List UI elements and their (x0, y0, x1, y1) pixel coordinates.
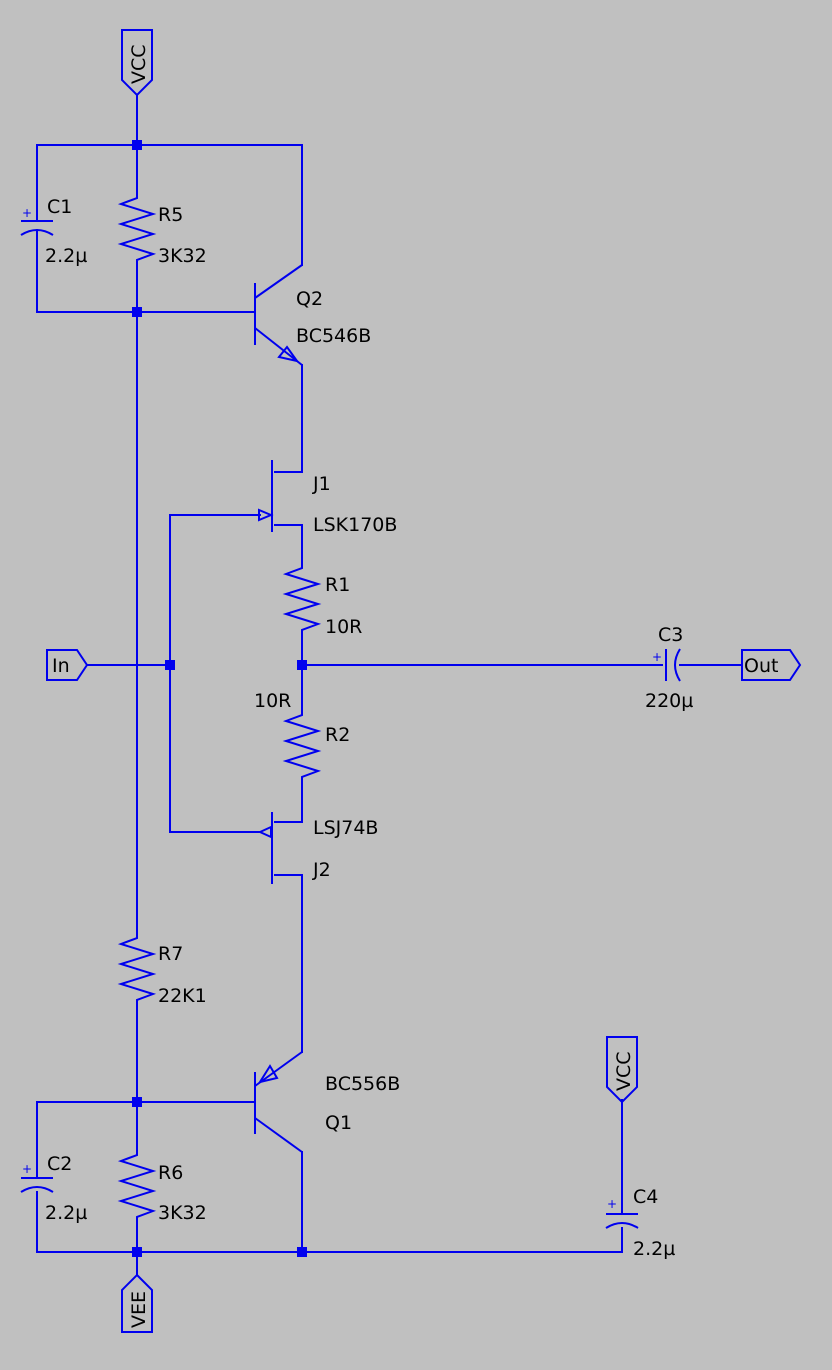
j1-name: J1 (312, 473, 331, 495)
j1-model: LSK170B (313, 514, 397, 536)
port-in-label: In (52, 655, 70, 677)
c2-value: 2.2µ (45, 1202, 87, 1224)
port-vcc-right[interactable]: VCC (606, 1036, 638, 1104)
c2-name: C2 (47, 1153, 72, 1175)
junction-dot (297, 660, 307, 670)
r1-name: R1 (325, 574, 350, 596)
port-out-label: Out (744, 655, 778, 677)
port-in[interactable]: In (46, 649, 89, 681)
port-vee-label: VEE (128, 1291, 150, 1328)
port-vcc-right-label: VCC (613, 1051, 635, 1091)
resistor-r7[interactable]: R7 22K1 (117, 935, 207, 1007)
resistor-r6[interactable]: R6 3K32 (117, 1152, 207, 1224)
capacitor-c2[interactable]: + C2 2.2µ (20, 1153, 87, 1224)
r5-name: R5 (158, 204, 183, 226)
port-vcc-top-label: VCC (128, 44, 150, 84)
junction-dot (297, 1247, 307, 1257)
r7-value: 22K1 (158, 985, 207, 1007)
j2-model: LSJ74B (313, 817, 378, 839)
r6-name: R6 (158, 1162, 183, 1184)
q1-name: Q1 (325, 1112, 352, 1134)
wires (36, 94, 741, 1276)
j2-name: J2 (312, 859, 331, 881)
jfet-j1[interactable]: J1 LSK170B (258, 460, 397, 536)
q2-model: BC546B (296, 325, 371, 347)
r2-name: R2 (325, 724, 350, 746)
junctions (132, 140, 307, 1257)
c4-plus-mark: + (607, 1197, 617, 1211)
r5-value: 3K32 (158, 245, 207, 267)
jfet-j2[interactable]: LSJ74B J2 (257, 812, 378, 884)
c3-name: C3 (658, 624, 683, 646)
port-vee[interactable]: VEE (121, 1273, 153, 1333)
c1-value: 2.2µ (45, 245, 87, 267)
junction-dot (165, 660, 175, 670)
c1-name: C1 (47, 196, 72, 218)
transistor-q1[interactable]: BC556B Q1 (254, 1051, 400, 1153)
resistor-r1[interactable]: R1 10R (282, 565, 362, 638)
junction-dot (132, 140, 142, 150)
q1-model: BC556B (325, 1073, 400, 1095)
junction-dot (132, 307, 142, 317)
c1-plus-mark: + (22, 206, 32, 220)
c4-value: 2.2µ (633, 1238, 675, 1260)
r1-value: 10R (325, 616, 362, 638)
port-out[interactable]: Out (741, 649, 802, 681)
junction-dot (132, 1097, 142, 1107)
c2-plus-mark: + (22, 1162, 32, 1176)
c4-name: C4 (633, 1186, 658, 1208)
r2-value: 10R (254, 690, 291, 712)
transistor-q2[interactable]: Q2 BC546B (254, 264, 371, 366)
port-vcc-top[interactable]: VCC (121, 29, 153, 97)
capacitor-c3[interactable]: + C3 220µ (645, 624, 693, 712)
q2-name: Q2 (296, 288, 323, 310)
capacitor-c4[interactable]: + C4 2.2µ (605, 1186, 675, 1260)
c3-value: 220µ (645, 690, 693, 712)
junction-dot (132, 1247, 142, 1257)
c3-plus-mark: + (652, 650, 662, 664)
resistor-r5[interactable]: R5 3K32 (117, 195, 207, 267)
resistor-r2[interactable]: 10R R2 (254, 690, 350, 782)
r6-value: 3K32 (158, 1202, 207, 1224)
capacitor-c1[interactable]: + C1 2.2µ (20, 196, 87, 267)
r7-name: R7 (158, 943, 183, 965)
